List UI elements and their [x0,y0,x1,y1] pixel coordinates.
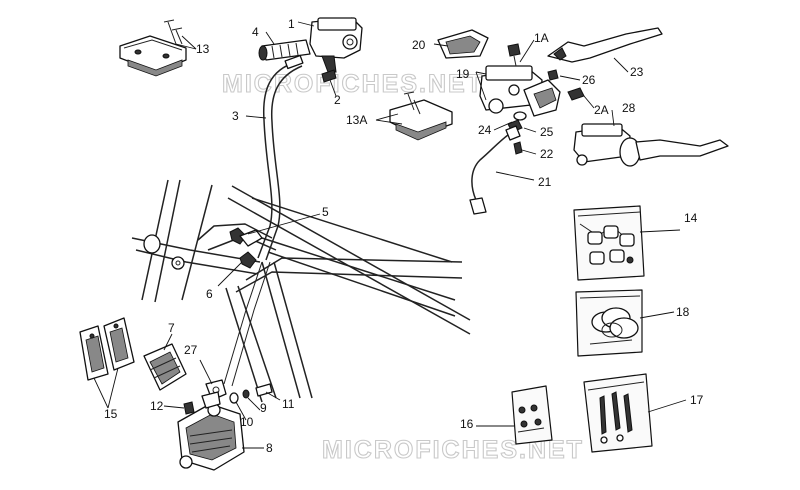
callout-23: 23 [630,65,644,79]
callout-2a: 2A [594,103,609,117]
part-1-master-cylinder [309,17,363,73]
callout-6: 6 [206,287,213,301]
callout-19: 19 [456,67,470,81]
callout-24: 24 [478,123,492,137]
part-19-master-cylinder [479,43,561,117]
part-28-master-cylinder-lever [573,123,729,167]
callout-3: 3 [232,109,239,123]
callout-11: 11 [282,397,295,411]
part-3-brake-hose [223,54,304,387]
callout-1a: 1A [534,31,549,45]
callout-14: 14 [684,211,698,225]
callout-10: 10 [240,415,254,429]
part-16-kit-bag [511,385,553,445]
part-26-screw [547,69,559,81]
part-2-screw [321,69,337,83]
part-13-reservoir-kit [119,19,187,77]
callout-22: 22 [540,147,554,161]
part-18-kit-bag [575,289,643,357]
callout-28: 28 [622,101,636,115]
callout-4: 4 [252,25,259,39]
callout-16: 16 [460,417,474,431]
part-17-kit-bag [583,373,653,453]
part-7-pad-spring [143,343,187,391]
callout-2: 2 [334,93,341,107]
callout-15: 15 [104,407,118,421]
part-23-brake-lever [547,27,663,63]
callout-13: 13 [196,42,210,56]
part-15-brake-pads [79,317,135,381]
watermark-top: MICROFICHES.NET [222,70,484,98]
leader-lines [93,21,687,449]
callout-20: 20 [412,38,426,52]
callout-27: 27 [184,343,198,357]
part-27-banjo-fitting [201,379,227,409]
callout-21: 21 [538,175,552,189]
part-21-brake-switch-cable [469,125,521,215]
callout-7: 7 [168,321,175,335]
callout-25: 25 [540,125,554,139]
part-8-brake-caliper [177,403,245,471]
part-20-grip-rubber [437,29,489,59]
callout-9: 9 [260,401,267,415]
callout-26: 26 [582,73,596,87]
callout-5: 5 [322,205,329,219]
callout-12: 12 [150,399,164,413]
part-5-6-hose-clamps [229,227,263,269]
part-14-kit-bag [573,205,645,281]
part-4-grip [258,39,311,61]
callout-1: 1 [288,17,295,31]
callout-17: 17 [690,393,704,407]
part-13a-reservoir-kit [389,91,453,141]
callout-13a: 13A [346,113,367,127]
part-2a-screw [567,87,585,101]
callout-8: 8 [266,441,273,455]
part-12-bleeder [183,401,195,415]
callout-18: 18 [676,305,690,319]
